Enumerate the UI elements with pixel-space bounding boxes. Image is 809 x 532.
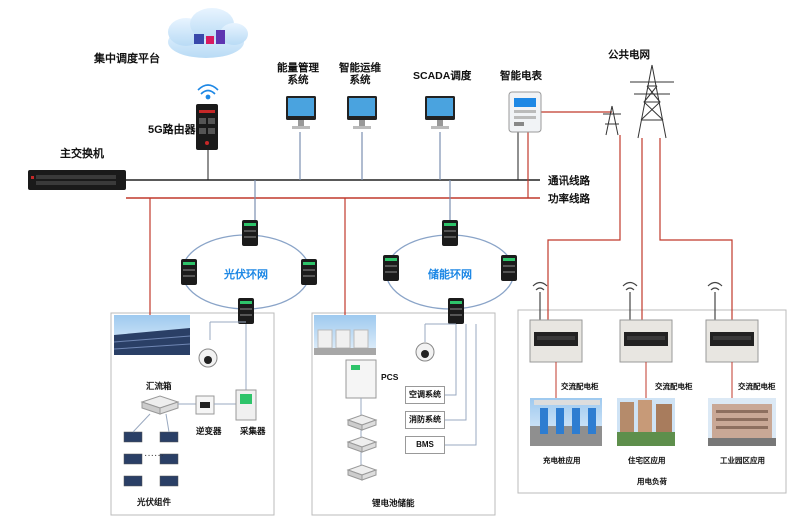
collector-label: 采集器 xyxy=(240,426,266,436)
storage-ring-to-bms xyxy=(443,324,477,446)
router-icon xyxy=(196,104,218,150)
grid-load-line-1 xyxy=(547,135,621,330)
pcs-label: PCS xyxy=(381,372,399,382)
comm-line-label: 通讯线路 xyxy=(548,175,590,187)
storage-ring-switch-left xyxy=(383,255,399,281)
cabinet-3-label: 交流配电柜 xyxy=(738,382,776,391)
battery-module-1 xyxy=(346,414,378,431)
ac-cabinet-1 xyxy=(529,319,583,363)
inverter-icon xyxy=(195,395,215,415)
ac-cabinet-2 xyxy=(619,319,673,363)
cloud-icon xyxy=(168,8,248,58)
combiner-box-icon xyxy=(140,395,180,415)
power-line-label: 功率线路 xyxy=(548,193,590,205)
module-link-1 xyxy=(132,413,151,433)
pv-ring-switch-bottom xyxy=(238,298,254,324)
load-zone-frame xyxy=(517,309,787,494)
cabinet-wifi-icon-1 xyxy=(532,281,548,320)
modules-label: 光伏组件 xyxy=(137,497,172,507)
load-title-label: 用电负荷 xyxy=(637,477,667,486)
storage-ring-label: 储能环网 xyxy=(428,269,472,281)
cabinet-wifi-icon-2 xyxy=(622,281,638,320)
storage-ring-to-ac xyxy=(443,324,457,396)
battery-module-2 xyxy=(346,436,378,453)
bms-box: BMS xyxy=(405,436,445,454)
battery-label: 锂电池储能 xyxy=(372,498,415,508)
inverter-label: 逆变器 xyxy=(196,426,222,436)
grid-load-line-3 xyxy=(659,138,733,330)
storage-ring-switch-top xyxy=(442,220,458,246)
app-3-label: 工业园区应用 xyxy=(720,456,765,465)
fire-system-box: 消防系统 xyxy=(405,411,445,429)
ac-cabinet-3 xyxy=(705,319,759,363)
grid-label: 公共电网 xyxy=(608,49,650,61)
main-switch-label: 主交换机 xyxy=(60,148,104,160)
router-label: 5G路由器 xyxy=(148,124,196,136)
app-2-label: 住宅区应用 xyxy=(628,456,666,465)
pv-zone-frame xyxy=(110,312,275,516)
cabinet-2-label: 交流配电柜 xyxy=(655,382,693,391)
storage-site-image xyxy=(314,315,376,355)
cabinet-wifi-icon-3 xyxy=(707,281,723,320)
platform-label: 集中调度平台 xyxy=(94,53,160,65)
pv-ring-switch-top xyxy=(242,220,258,246)
charging-station-image xyxy=(530,398,602,446)
pv-camera-icon xyxy=(198,321,246,368)
om-monitor-icon xyxy=(347,96,377,129)
pcs-icon xyxy=(345,359,377,399)
solar-farm-image xyxy=(113,315,191,355)
cabinet-1-label: 交流配电柜 xyxy=(561,382,599,391)
ems-monitor-icon xyxy=(286,96,316,129)
collector-icon xyxy=(235,389,257,421)
scada-monitor-icon xyxy=(425,96,455,129)
app-1-label: 充电桩应用 xyxy=(543,456,581,465)
combiner-label: 汇流箱 xyxy=(146,381,172,391)
main-switch-icon xyxy=(28,170,126,190)
power-pylon-icon xyxy=(603,64,674,139)
ac-system-box: 空调系统 xyxy=(405,386,445,404)
residential-image xyxy=(617,398,675,446)
battery-module-3 xyxy=(346,464,378,481)
module-link-2 xyxy=(165,413,170,433)
meter-label: 智能电表 xyxy=(500,70,542,82)
storage-ring-switch-bottom xyxy=(448,298,464,324)
om-label-text: 智能运维 系统 xyxy=(339,62,381,86)
storage-ring-switch-right xyxy=(501,255,517,281)
smart-meter-icon xyxy=(508,91,542,133)
ems-label-text: 能量管理 系统 xyxy=(277,62,319,86)
pv-ring-switch-left xyxy=(181,259,197,285)
scada-label: SCADA调度 xyxy=(413,70,472,82)
storage-camera-icon xyxy=(415,323,456,362)
storage-zone-frame xyxy=(311,312,496,516)
module-ellipsis: ······ xyxy=(144,450,164,461)
pv-ring-switch-right xyxy=(301,259,317,285)
ems-label: 能量管理 系统 xyxy=(277,62,319,86)
om-label: 智能运维 系统 xyxy=(339,62,381,86)
industrial-park-image xyxy=(708,398,776,446)
pv-ring-label: 光伏环网 xyxy=(224,269,268,281)
wifi-icon xyxy=(197,84,219,100)
storage-ring-to-fire xyxy=(443,324,467,421)
